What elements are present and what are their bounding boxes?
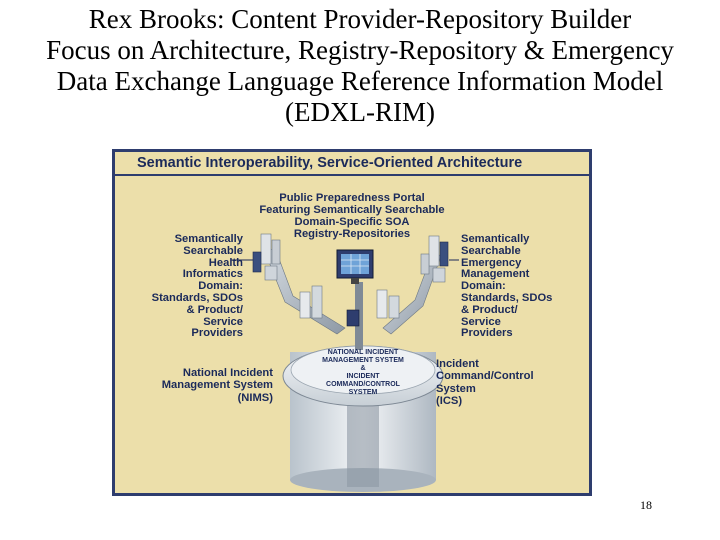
portal-label: Public Preparedness Portal Featuring Sem…	[115, 192, 589, 240]
emergency-domain-label: Semantically Searchable Emergency Manage…	[461, 233, 553, 340]
title-line-1: Rex Brooks: Content Provider-Repository …	[88, 4, 632, 34]
portal-monitor-icon	[336, 249, 374, 284]
ics-line: Command/Control	[436, 370, 534, 383]
portal-line: Domain-Specific SOA	[294, 216, 410, 228]
emergency-domain-line: Providers	[461, 327, 513, 340]
health-domain-line: Informatics	[182, 268, 243, 281]
disk-line: MANAGEMENT SYSTEM	[322, 357, 404, 364]
title-line-3: Data Exchange Language Reference Informa…	[56, 66, 664, 96]
health-domain-line: Semantically	[174, 233, 243, 245]
emergency-domain-line: Searchable	[461, 244, 521, 257]
emergency-domain-line: Semantically	[461, 233, 530, 245]
architecture-diagram: Semantic Interoperability, Service-Orien…	[112, 149, 592, 496]
health-domain-label: Semantically Searchable Health Informati…	[129, 233, 243, 340]
ics-line: (ICS)	[436, 395, 463, 408]
disk-line: &	[360, 365, 366, 372]
title-line-2: Focus on Architecture, Registry-Reposito…	[46, 35, 674, 65]
disk-label: NATIONAL INCIDENT MANAGEMENT SYSTEM & IN…	[293, 349, 433, 397]
health-domain-line: Service	[203, 315, 243, 328]
nims-line: Management System	[161, 379, 273, 392]
middle-server-towers-icon	[299, 285, 400, 327]
emergency-domain-line: Management	[461, 268, 530, 281]
disk-line: SYSTEM	[348, 389, 378, 396]
nims-disk	[282, 345, 444, 407]
right-server-cluster-icon	[420, 235, 449, 283]
health-domain-line: Health	[208, 256, 243, 269]
nims-line: (NIMS)	[237, 391, 273, 404]
health-domain-line: Providers	[191, 327, 243, 340]
emergency-domain-line: Service	[461, 315, 501, 328]
page-number: 18	[640, 498, 652, 512]
health-domain-line: Searchable	[183, 244, 243, 257]
health-domain-line: & Product/	[186, 303, 243, 316]
ics-line: System	[436, 382, 476, 395]
portal-line: Registry-Repositories	[293, 228, 411, 240]
slide-title: Rex Brooks: Content Provider-Repository …	[0, 4, 720, 128]
nims-label: National Incident Management System (NIM…	[133, 367, 273, 404]
health-domain-line: Domain:	[198, 280, 243, 293]
header-rule	[115, 174, 589, 176]
emergency-domain-line: Standards, SDOs	[461, 291, 553, 304]
architecture-illustration	[115, 174, 589, 492]
left-server-cluster-icon	[252, 233, 281, 281]
emergency-domain-line: Domain:	[461, 280, 506, 293]
portal-line: Featuring Semantically Searchable	[259, 204, 445, 216]
nims-line: National Incident	[182, 367, 273, 379]
ics-label: Incident Command/Control System (ICS)	[436, 358, 534, 408]
disk-line: COMMAND/CONTROL	[326, 381, 400, 388]
emergency-domain-line: Emergency	[461, 256, 522, 269]
figure-header: Semantic Interoperability, Service-Orien…	[137, 155, 523, 171]
emergency-domain-line: & Product/	[461, 303, 518, 316]
portal-line: Public Preparedness Portal	[279, 192, 425, 204]
title-line-4: (EDXL-RIM)	[285, 97, 435, 127]
disk-line: NATIONAL INCIDENT	[327, 349, 399, 356]
disk-line: INCIDENT	[346, 373, 380, 380]
health-domain-line: Standards, SDOs	[151, 291, 243, 304]
ics-line: Incident	[436, 358, 479, 370]
